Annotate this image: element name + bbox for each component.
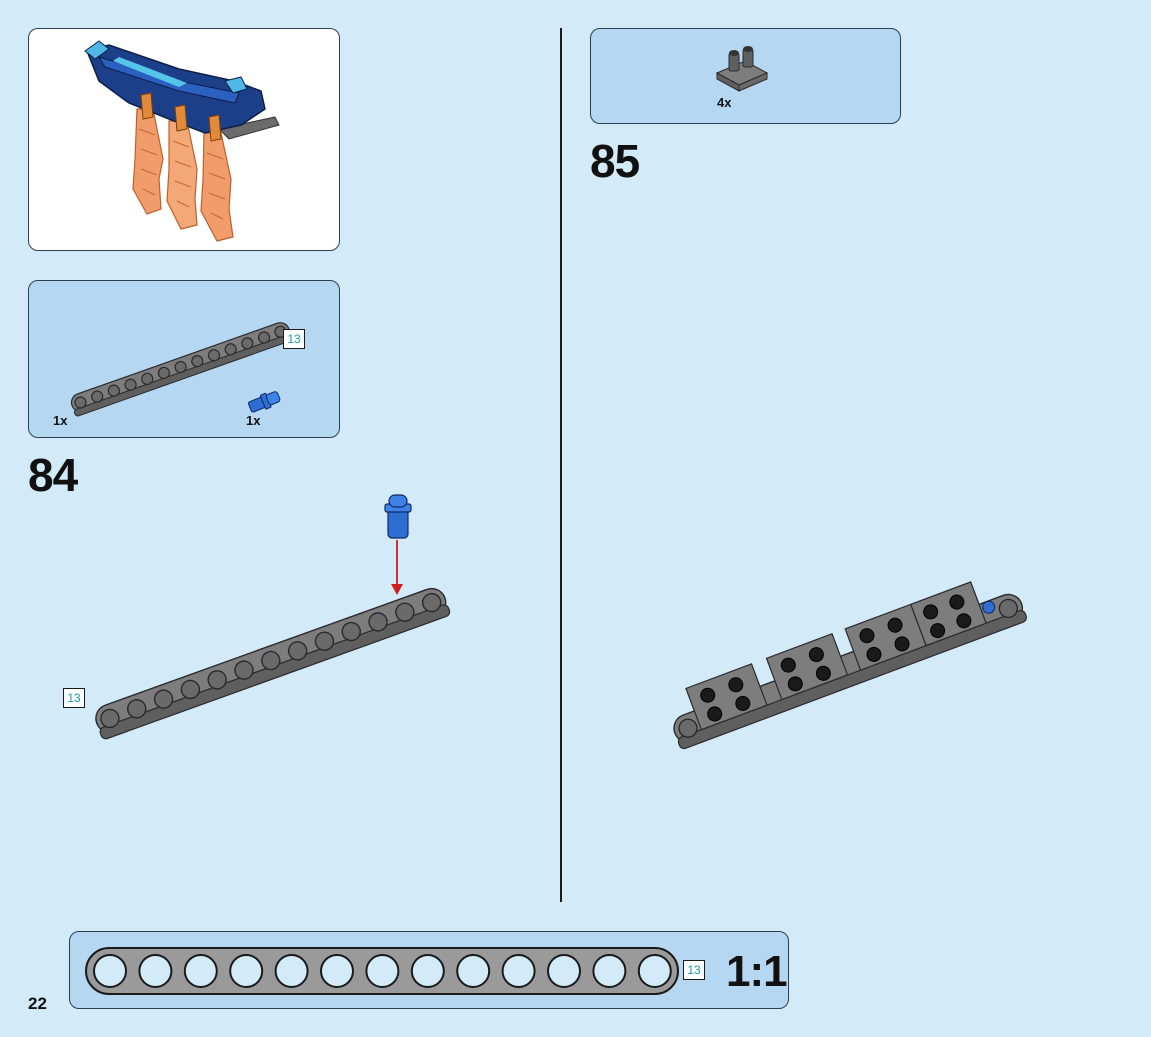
parts-list-step-85: 4x xyxy=(590,28,901,124)
step-number: 85 xyxy=(590,135,640,187)
step-84-build-illustration xyxy=(95,494,451,740)
beam-length-indicator: 13 xyxy=(683,960,705,980)
step-85-build-illustration xyxy=(673,581,1027,750)
part-quantity: 1x xyxy=(246,413,261,428)
subassembly-preview-panel xyxy=(28,28,340,251)
scale-ruler-panel: 13 1:1 xyxy=(69,931,789,1009)
blue-connector-pin-part-image xyxy=(248,391,281,413)
step-number: 84 xyxy=(28,449,78,501)
beam-13-actual-size xyxy=(85,947,679,995)
beam-length-indicator: 13 xyxy=(63,688,85,708)
technic-beam-13-part-image xyxy=(70,322,293,417)
part-quantity: 1x xyxy=(53,413,68,428)
page-number: 22 xyxy=(28,994,47,1013)
plate-with-pins-part-image xyxy=(715,46,769,92)
step-divider xyxy=(560,28,562,902)
parts-list-step-84: 13 1x 1x xyxy=(28,280,340,438)
ship-subassembly-illustration xyxy=(84,40,280,242)
part-quantity: 4x xyxy=(717,95,732,110)
beam-length-indicator: 13 xyxy=(283,329,305,349)
scale-label: 1:1 xyxy=(726,947,788,996)
